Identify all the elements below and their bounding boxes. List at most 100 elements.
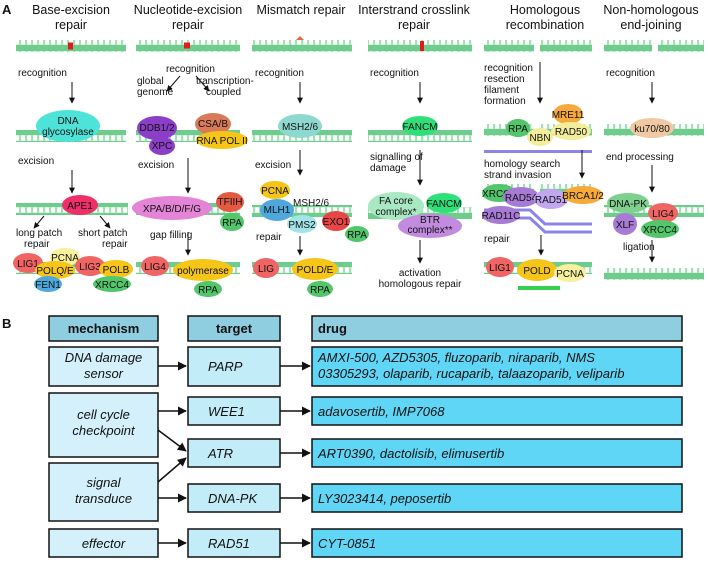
target-rad51: RAD51 [208,536,250,551]
ner-xpa: XPA/B/D/F/G [143,204,201,215]
hr-step-2: resection [484,74,525,85]
title-mismatch: Mismatch repair [257,3,346,17]
mmr-msh2: MSH2/6 [293,198,330,209]
arrow [157,457,187,483]
new-strand [518,286,560,290]
ber-glycosylase-line1: DNA [57,116,78,127]
icl-btr-line1: BTR [420,215,440,226]
drug-rad51: CYT-0851 [318,536,376,551]
arrow [166,75,181,92]
hr-pold: POLD [523,266,550,277]
ber-ape1: APE1 [67,201,93,212]
xpa-protein [132,196,212,220]
lig1-protein [13,253,43,273]
header-drug: drug [318,321,347,336]
lig4-protein [141,256,169,276]
hr-pcna: PCNA [556,269,584,280]
msh-protein [278,114,322,138]
hr-repair: repair [484,234,510,245]
nbn-protein [527,128,553,146]
ner-xpc: XPC [152,141,173,152]
drug-box-parp [311,346,683,387]
rpa-protein [220,213,244,231]
btr-protein [398,214,462,238]
drug-wee1: adavosertib, IMP7068 [318,404,445,419]
ape1-protein [62,195,98,215]
ner-lig4: LIG4 [144,262,166,273]
title-base-excision-line2: repair [55,18,87,32]
icl-signalling-line1: signalling of [370,152,423,163]
xrcc4-protein [93,276,131,292]
panel-a-label: A [2,2,12,17]
hr-step-4: formation [484,96,526,107]
nhej-recognition: recognition [606,68,655,79]
mechanism-box-effector [48,528,159,558]
mmr-repair: repair [256,232,282,243]
drug-box-atr [311,438,683,468]
arrow [195,75,210,92]
ner-rpa: RPA [222,218,242,229]
ber-recognition: recognition [18,68,67,79]
icl-fa-core-line1: FA core [379,196,413,207]
target-wee1: WEE1 [208,404,245,419]
resected-strand [484,150,592,153]
crosslink-mark [420,41,424,51]
ner-csa: CSA/B [198,119,228,130]
mechanism-sensor-line1: DNA damage [65,350,143,365]
target-box-atr [187,438,281,468]
mmr-lig: LIG [258,264,274,275]
dna-strand [484,40,534,52]
mmr-pold: POLD/E [297,265,334,276]
lig4-protein [648,203,678,223]
arrow [99,215,111,229]
pold-protein [292,258,338,280]
ber-long-patch-line2: repair [24,239,50,250]
header-target: target [216,321,253,336]
dnapk-protein [607,193,649,213]
nhej-ligation: ligation [623,242,655,253]
nhej-end: end processing [606,152,674,163]
header-mechanism: mechanism [68,321,140,336]
dna-glycosylase-protein [36,110,100,142]
icl-signalling-line2: damage [370,163,407,174]
dna-strand [540,40,592,52]
rad51-protein [534,189,568,209]
target-atr: ATR [207,446,233,461]
pcna-protein [554,264,586,282]
mechanism-box-signal [48,462,159,522]
mechanism-sensor-line2: sensor [84,366,124,381]
drug-parp-line2: 03305293, olaparib, rucaparib, talaazopa… [318,366,624,381]
header-drug-box [311,315,683,342]
drug-box-wee1 [311,396,683,426]
hr-lig1: LIG1 [489,263,511,274]
mlh1-protein [260,199,294,221]
hr-xrcc4: XRCC4 [482,189,516,200]
title-nucleotide-excision-line1: Nucleotide-excision [134,3,242,17]
fancm-protein [402,116,438,136]
title-interstrand-line1: Interstrand crosslink [358,3,471,17]
ddb-protein [137,116,177,140]
title-nucleotide-excision-line2: repair [172,18,204,32]
mre11-protein [553,104,583,124]
mmr-msh: MSH2/6 [282,122,319,133]
target-box-parp [187,346,281,387]
ner-rnapol: RNA POL II [196,136,247,147]
drug-dnapk: LY3023414, peposertib [318,491,451,506]
mmr-column: recognition MSH2/6 excision PCNA MLH1 MS… [252,36,369,297]
hr-rad50: RAD50 [555,127,588,138]
dna-strand [658,40,704,52]
hr-search-line1: homology search [484,159,560,170]
mismatch-bulge [296,36,304,40]
ber-lig1: LIG1 [17,259,39,270]
title-mismatch-line1: Mismatch repair [257,3,346,17]
drug-parp: AMXI-500, AZD5305, fluzoparib, niraparib… [317,350,624,381]
